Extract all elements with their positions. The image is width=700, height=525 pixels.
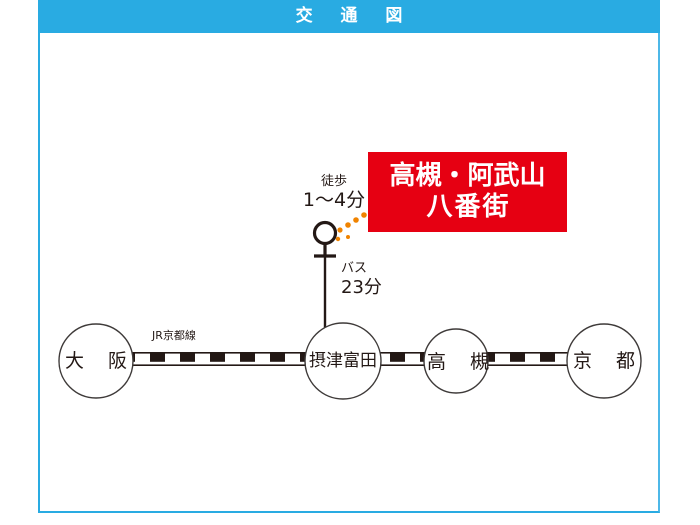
station-label-osaka: 大 阪 — [65, 350, 137, 372]
destination-line-1: 高槻・阿武山 — [389, 161, 546, 192]
rail-line-label: JR京都線 — [152, 329, 196, 342]
destination-line-2: 八番街 — [426, 192, 511, 222]
bus-mode-label: バス — [341, 261, 368, 276]
walk-leg-annotation: 徒歩 1〜4分 — [295, 174, 373, 212]
station-label-takatsuki: 高 槻 — [427, 351, 499, 373]
bus-duration-label: 23分 — [341, 276, 382, 298]
header-bar: 交 通 図 — [38, 0, 660, 33]
walk-mode-label: 徒歩 — [320, 174, 347, 189]
map-panel — [38, 33, 660, 513]
station-label-settsu: 摂津富田 — [309, 351, 377, 371]
walk-duration-label: 1〜4分 — [302, 189, 366, 212]
station-label-kyoto: 京 都 — [573, 350, 645, 372]
page-title: 交 通 図 — [295, 6, 414, 26]
destination-badge: 高槻・阿武山 八番街 — [368, 152, 567, 232]
bus-leg-annotation: バス 23分 — [341, 261, 382, 299]
